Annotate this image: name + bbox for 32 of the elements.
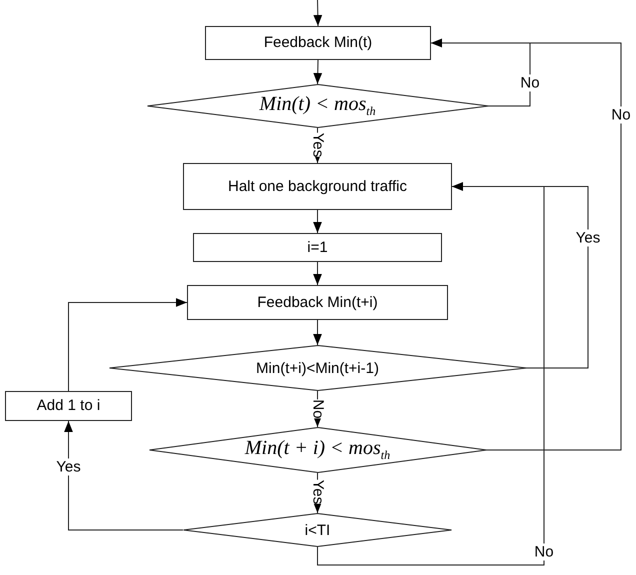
decision-diamond	[108, 345, 526, 391]
node-text: i=1	[307, 238, 328, 256]
edge-label: No	[534, 544, 554, 560]
process-box	[183, 163, 452, 210]
node-text: Add 1 to i	[36, 397, 100, 415]
arrow	[430, 38, 622, 450]
process-box	[205, 26, 431, 60]
process-box	[187, 285, 448, 320]
edge-label: No	[520, 74, 540, 92]
arrow	[68, 298, 188, 392]
arrow	[313, 0, 322, 26]
arrow	[313, 320, 322, 346]
node-text: Feedback Min(t)	[264, 34, 372, 52]
edge-label: Yes	[576, 230, 600, 246]
decision-diamond	[148, 427, 486, 473]
node-text: Min(t+i)<Min(t+i-1)	[256, 360, 379, 376]
edge-label: No	[611, 106, 631, 124]
arrow	[313, 262, 322, 286]
edge-label: Yes	[56, 458, 81, 476]
process-box	[193, 233, 442, 262]
node-text: Halt one background traffic	[228, 178, 407, 196]
arrow	[317, 182, 544, 566]
process-box	[5, 391, 132, 421]
arrow	[64, 420, 184, 530]
decision-diamond	[146, 84, 488, 128]
node-text: Min(t + i) < mos$_{th}$	[244, 437, 390, 463]
node-text: i<TI	[304, 522, 330, 538]
arrow	[313, 210, 322, 234]
node-text: Feedback Min(t+i)	[257, 294, 378, 312]
node-text: Min(t) < mos$_{th}$	[259, 93, 376, 119]
arrow	[313, 60, 322, 84]
decision-diamond	[183, 513, 452, 547]
